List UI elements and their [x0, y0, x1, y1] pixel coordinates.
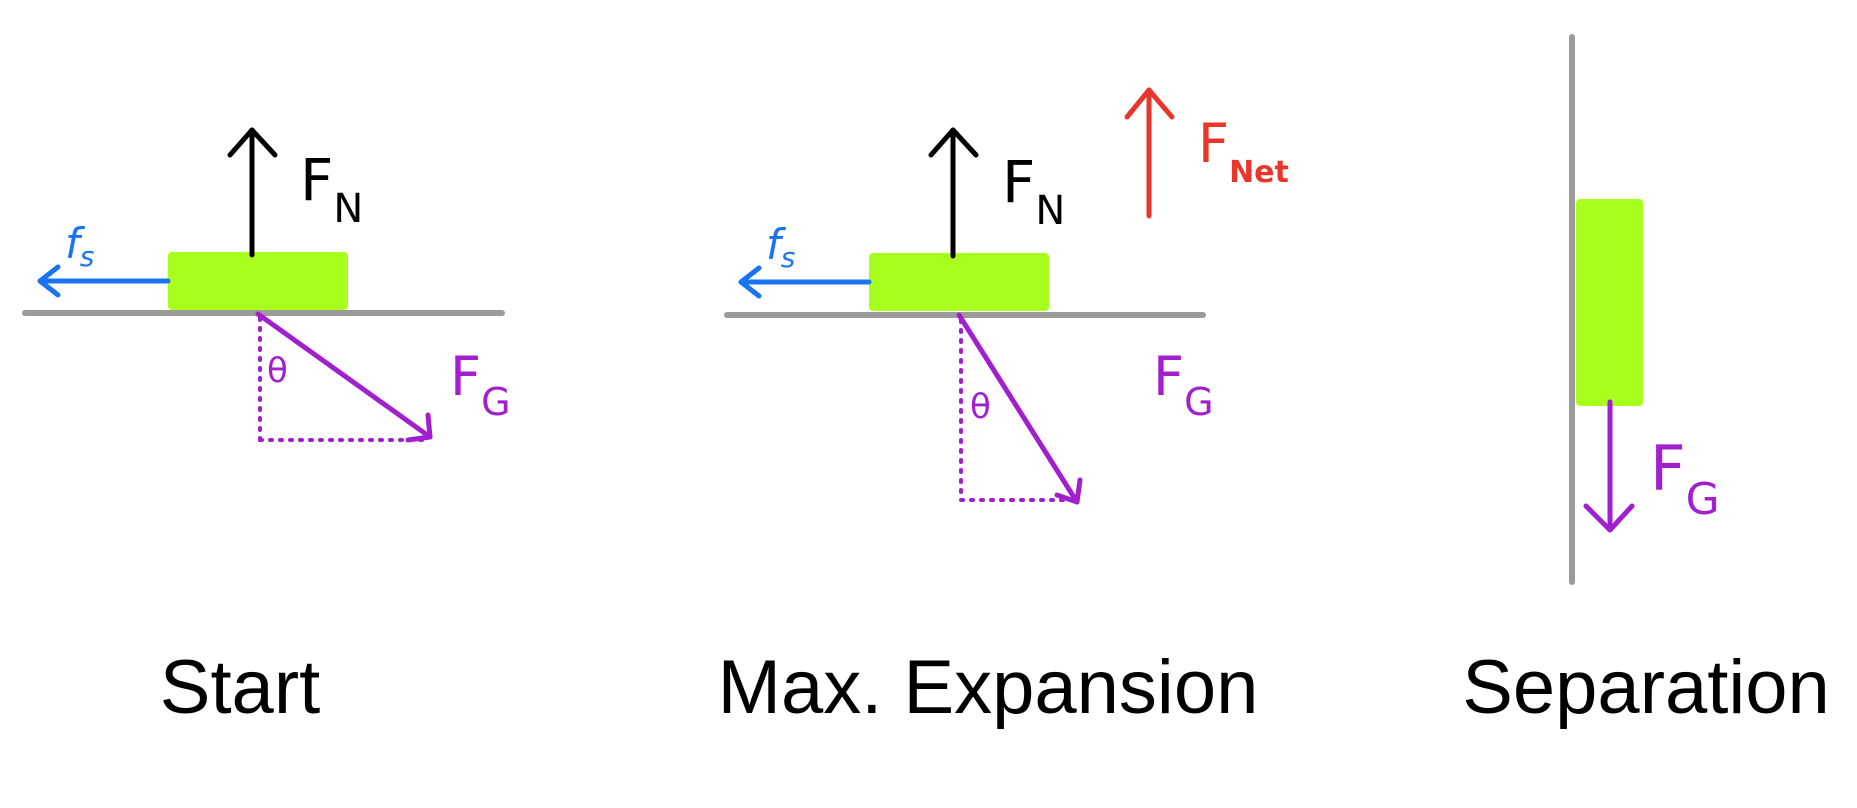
- net-force-arrow: [1124, 87, 1175, 219]
- friction-label: fs: [766, 220, 795, 274]
- block: [869, 253, 1049, 311]
- angle-label: θ: [267, 351, 288, 391]
- gravity-components-dotted: [959, 318, 1074, 502]
- normal-force-arrow: [928, 127, 979, 259]
- block: [168, 252, 348, 310]
- gravity-label: FG: [450, 345, 511, 424]
- gravity-label: FG: [1153, 345, 1214, 424]
- panel-max-expansion: FN FNet fs θ FG: [724, 87, 1289, 505]
- caption-separation: Separation: [1462, 645, 1830, 730]
- friction-arrow: [37, 264, 171, 298]
- friction-arrow: [738, 265, 872, 299]
- normal-force-arrow: [227, 127, 278, 258]
- panel-start: FN fs θ FG: [22, 127, 511, 443]
- friction-label: fs: [65, 219, 94, 273]
- gravity-label: FG: [1650, 432, 1720, 525]
- gravity-components-dotted: [258, 316, 427, 442]
- block: [1576, 199, 1643, 406]
- gravity-arrow: [1583, 399, 1635, 533]
- caption-start: Start: [159, 645, 321, 730]
- angle-label: θ: [970, 387, 991, 427]
- panel-separation: FG: [1569, 34, 1720, 585]
- caption-max-expansion: Max. Expansion: [717, 645, 1259, 730]
- normal-force-label: FN: [1002, 148, 1065, 234]
- net-force-label: FNet: [1198, 112, 1289, 190]
- gravity-arrow: [255, 311, 433, 443]
- gravity-arrow: [956, 312, 1083, 505]
- normal-force-label: FN: [300, 146, 363, 232]
